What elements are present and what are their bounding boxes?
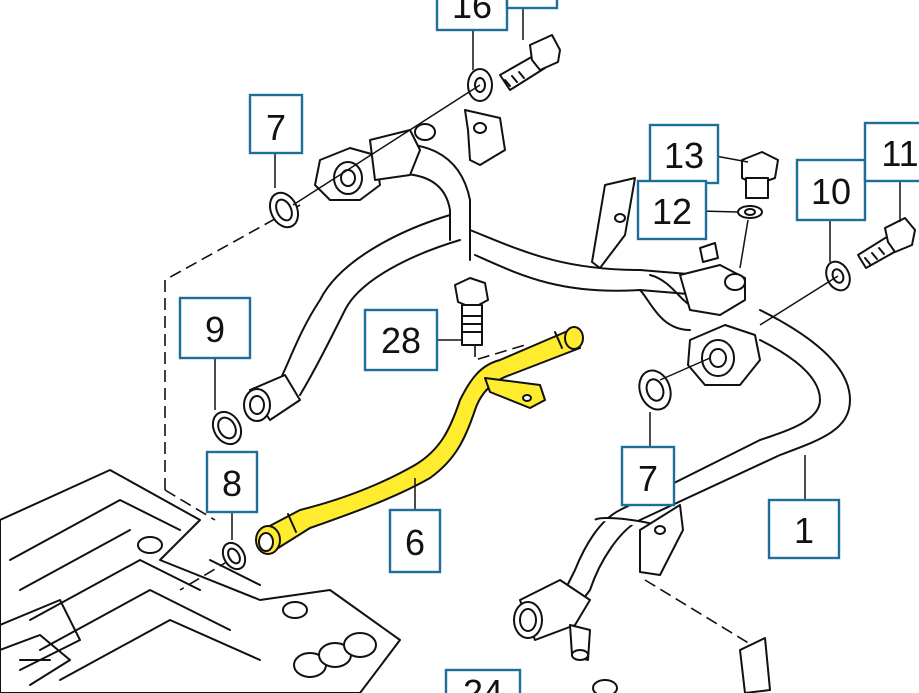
bracket-lower [592, 504, 771, 693]
svg-text:12: 12 [652, 191, 692, 232]
gasket-right [638, 369, 672, 411]
bolt-28 [454, 277, 489, 346]
callout-7-top: 7 [248, 93, 304, 155]
pipe-end-lower [513, 579, 591, 661]
callout-16-adjacent-box [505, 0, 559, 10]
svg-text:28: 28 [381, 320, 421, 361]
coolant-pipe-6-highlighted [255, 326, 584, 555]
callout-24: 24 [444, 668, 522, 693]
callout-16: 16 [435, 0, 509, 32]
bolt-top [467, 34, 561, 102]
flange-left [314, 123, 436, 201]
o-ring-9 [211, 410, 243, 446]
callout-11: 11 [863, 121, 919, 183]
svg-text:1: 1 [794, 510, 814, 551]
callout-9: 9 [178, 296, 252, 360]
callout-28: 28 [363, 308, 439, 372]
svg-text:10: 10 [811, 171, 851, 212]
guide-lines [164, 204, 761, 651]
sensor-13 [737, 151, 779, 219]
callout-7-right: 7 [620, 445, 676, 507]
callout-12: 12 [636, 179, 708, 241]
svg-text:7: 7 [266, 107, 286, 148]
svg-text:24: 24 [463, 672, 503, 693]
o-ring-8 [221, 541, 247, 571]
callout-8: 8 [205, 450, 259, 514]
svg-text:8: 8 [222, 463, 242, 504]
coolant-pipe-main [279, 142, 851, 611]
svg-text:7: 7 [638, 458, 658, 499]
gasket-left [268, 191, 300, 229]
svg-text:13: 13 [664, 135, 704, 176]
bracket-top [464, 109, 506, 166]
svg-text:16: 16 [452, 0, 492, 26]
bracket-right [591, 177, 636, 269]
callout-6: 6 [388, 508, 442, 574]
callout-13: 13 [648, 123, 720, 185]
svg-text:9: 9 [205, 309, 225, 350]
leader-lines [214, 8, 901, 540]
svg-text:6: 6 [405, 522, 425, 563]
callout-10: 10 [795, 158, 867, 222]
hose-end-left [243, 374, 301, 422]
intake-manifold [0, 469, 401, 693]
svg-text:11: 11 [881, 133, 918, 174]
bolt-11 [857, 217, 916, 269]
callout-1: 1 [767, 498, 841, 560]
flange-right [679, 242, 761, 386]
